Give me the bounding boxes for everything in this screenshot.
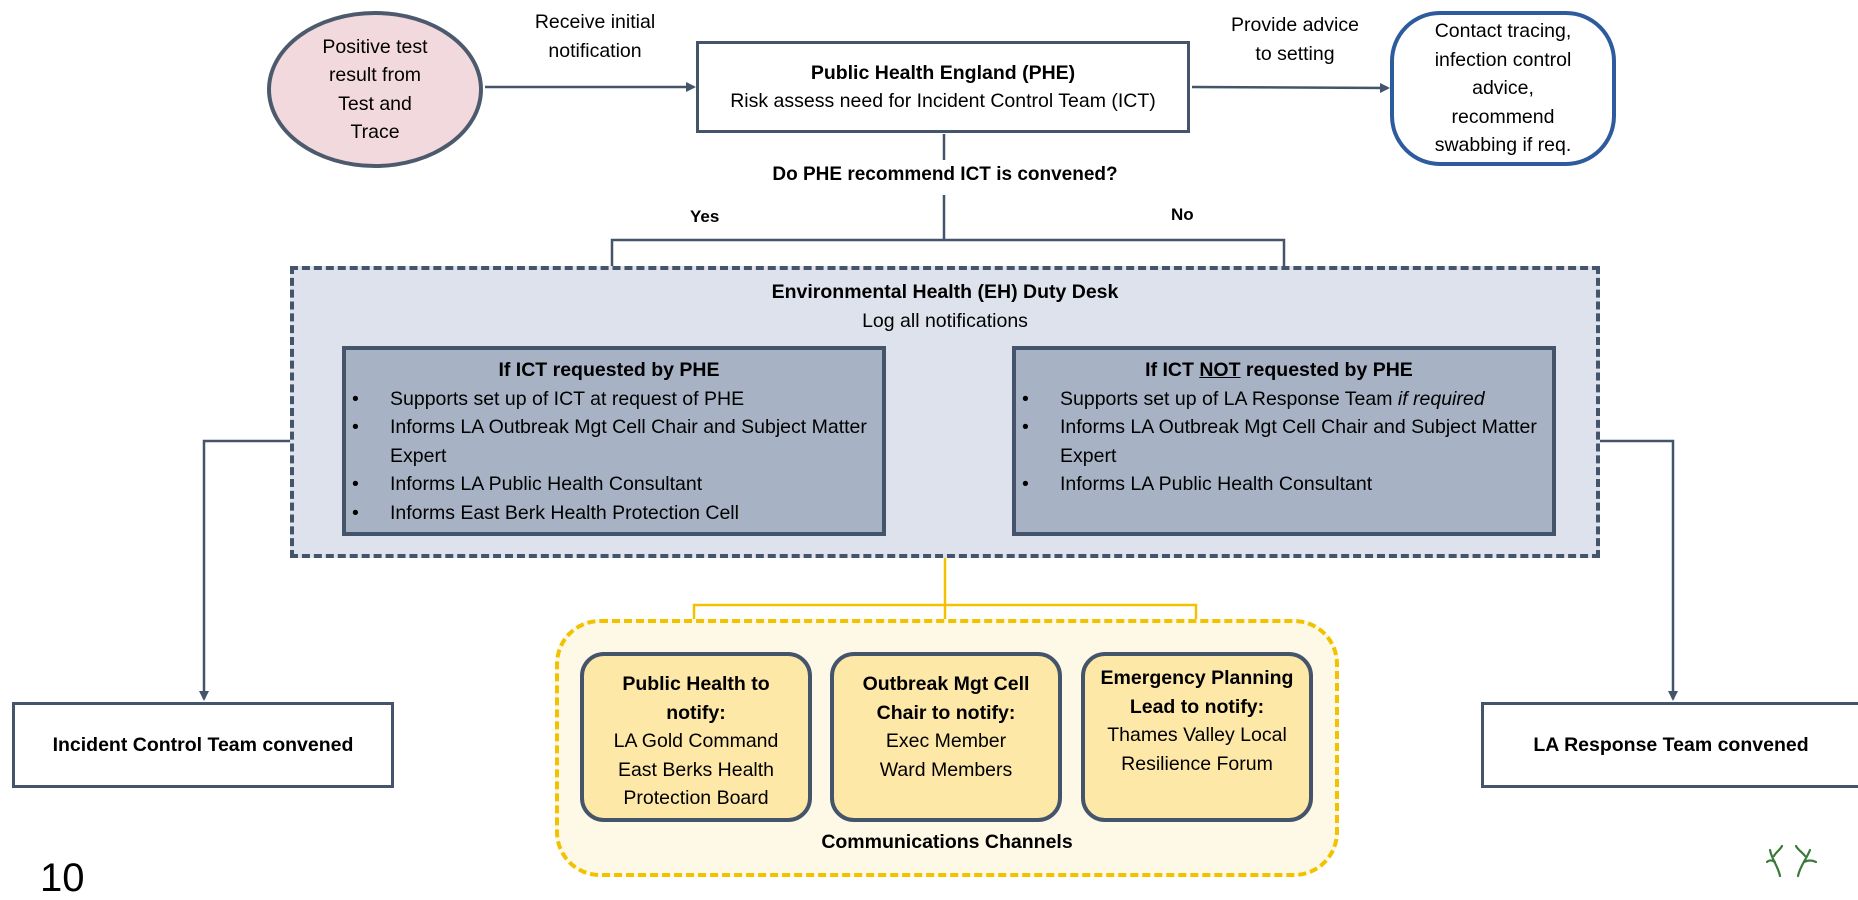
channel-line: Exec Member [885,730,1007,752]
channel-line: Resilience Forum [1121,752,1273,775]
title-part: If ICT [1145,359,1200,381]
channel-public-health: Public Health to notify: LA Gold Command… [580,652,812,822]
list-item: Supports set up of ICT at request of PHE [346,385,872,414]
yes-label: Yes [690,207,720,226]
start-node-line: Trace [350,121,400,143]
channel-line: Protection Board [623,787,769,809]
channel-title: Public Health to [622,673,770,695]
ict-requested-title: If ICT requested by PHE [498,359,720,381]
channel-outbreak-mgt: Outbreak Mgt Cell Chair to notify: Exec … [830,652,1062,822]
ict-convened-box: Incident Control Team convened [12,702,394,788]
ict-not-requested-title: If ICT NOT requested by PHE [1016,356,1542,385]
channel-emergency-planning: Emergency Planning Lead to notify: Thame… [1081,652,1313,822]
list-item: Informs LA Public Health Consultant [346,470,872,499]
la-response-convened-box: LA Response Team convened [1481,702,1858,788]
list-item: Supports set up of LA Response Team if r… [1016,385,1542,414]
start-node-line: Test and [338,92,412,115]
contact-tracing-node: Contact tracing, infection control advic… [1390,11,1616,166]
list-item: Informs LA Public Health Consultant [1016,470,1542,499]
channel-title: Emergency Planning [1100,667,1294,689]
label-line: to setting [1255,42,1335,65]
ict-not-requested-box: If ICT NOT requested by PHE Supports set… [1012,346,1556,536]
start-node-line: Positive test [322,35,428,58]
list-item: Informs LA Outbreak Mgt Cell Chair and S… [346,413,872,470]
item-text: Supports set up of LA Response Team [1060,387,1398,410]
contact-line: advice, [1472,77,1534,100]
list-item: Informs LA Outbreak Mgt Cell Chair and S… [1016,413,1542,470]
channel-line: Thames Valley Local [1107,724,1287,746]
decision-question: Do PHE recommend ICT is convened? [772,164,1118,185]
ict-requested-list: Supports set up of ICT at request of PHE… [346,385,872,528]
contact-line: swabbing if req. [1434,134,1572,157]
contact-line: Contact tracing, [1434,20,1572,43]
communications-label: Communications Channels [821,831,1073,853]
receive-notification-label: Receive initial notification [500,8,690,65]
contact-line: infection control [1434,48,1572,71]
start-node-positive-test: Positive test result from Test and Trace [267,11,483,168]
no-label: No [1171,205,1194,224]
eh-duty-desk-header: Environmental Health (EH) Duty Desk Log … [690,278,1200,335]
antler-logo-icon [1765,840,1818,878]
phe-risk-assess-box: Public Health England (PHE) Risk assess … [696,41,1190,133]
title-part: requested by PHE [1240,359,1413,381]
channel-line: LA Gold Command [613,730,779,752]
list-item: Informs East Berk Health Protection Cell [346,499,872,528]
channel-title: Outbreak Mgt Cell [862,673,1030,695]
provide-advice-label: Provide advice to setting [1200,11,1390,68]
start-node-line: result from [328,64,422,86]
label-line: Provide advice [1231,14,1359,36]
eh-subtitle: Log all notifications [862,309,1028,332]
arrow-phe-to-contact [1191,82,1390,93]
channel-line: East Berks Health [617,758,775,781]
title-underlined: NOT [1199,359,1241,381]
channel-title: Chair to notify: [876,701,1016,724]
eh-title: Environmental Health (EH) Duty Desk [771,281,1119,303]
ict-not-requested-list: Supports set up of LA Response Team if r… [1016,385,1542,499]
page-number: 10 [40,856,85,900]
phe-title: Public Health England (PHE) [810,61,1076,84]
label-line: notification [548,39,642,62]
channel-title: Lead to notify: [1129,695,1265,718]
item-italic: if required [1397,387,1485,410]
contact-line: recommend [1451,105,1555,128]
channel-title: notify: [666,701,726,724]
label-line: Receive initial [534,11,656,33]
ict-requested-box: If ICT requested by PHE Supports set up … [342,346,886,536]
phe-subtitle: Risk assess need for Incident Control Te… [730,90,1156,112]
channel-line: Ward Members [879,758,1013,781]
